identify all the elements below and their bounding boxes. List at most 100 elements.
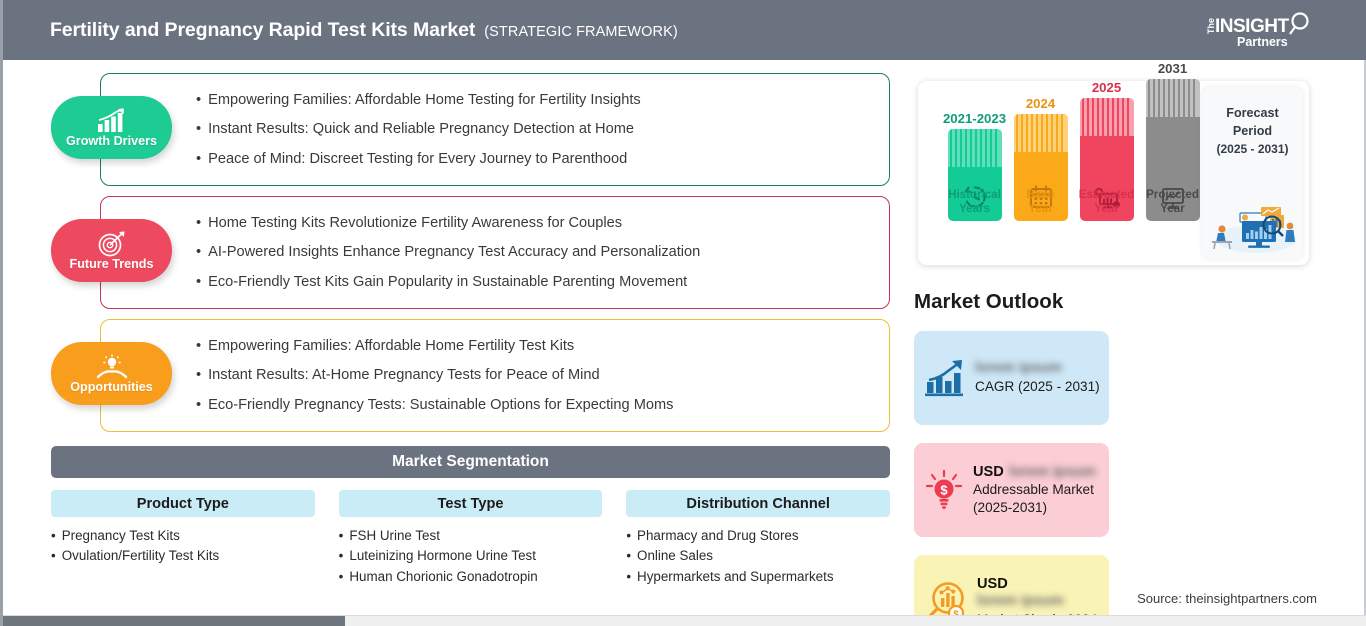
year-bar-projected: 2031 <box>1145 61 1200 221</box>
bar-caption: Projected Year <box>1136 188 1210 215</box>
list-item: Instant Results: Quick and Reliable Preg… <box>196 121 641 137</box>
caption-line-1: Estimated <box>1078 188 1135 202</box>
card-body: lorem ipsum CAGR (2025 - 2031) <box>975 360 1100 395</box>
bar-shape <box>1145 79 1200 221</box>
outlook-card-cagr[interactable]: lorem ipsum CAGR (2025 - 2031) <box>914 331 1109 425</box>
svg-text:INSIGHT: INSIGHT <box>1215 16 1289 37</box>
card-amount-row: lorem ipsum <box>977 593 1100 609</box>
bar-year-label: 2031 <box>1157 61 1188 76</box>
bar-chart-arrow-icon <box>925 360 963 397</box>
forecast-period-card: Forecast Period (2025 - 2031) <box>1202 87 1303 259</box>
target-dart-icon <box>98 231 124 257</box>
market-segmentation-columns: Product Type Pregnancy Test Kits Ovulati… <box>51 490 891 587</box>
card-body: USD lorem ipsum Addressable Market (2025… <box>973 464 1100 516</box>
list-item: Peace of Mind: Discreet Testing for Ever… <box>196 151 641 167</box>
segment-list: FSH Urine Test Luteinizing Hormone Urine… <box>339 526 603 587</box>
page-title: Fertility and Pregnancy Rapid Test Kits … <box>50 19 678 42</box>
caption-line-1: Projected <box>1146 188 1199 202</box>
opportunities-bullets: Empowering Families: Affordable Home Fer… <box>196 320 673 431</box>
scrollbar-thumb[interactable] <box>3 616 345 626</box>
bar-caption: Estimated Year <box>1070 188 1144 215</box>
opportunities-panel: Empowering Families: Affordable Home Fer… <box>100 319 890 432</box>
list-item: Ovulation/Fertility Test Kits <box>51 546 315 566</box>
year-bar-base: 2024 <box>1013 96 1068 221</box>
segment-column-distribution-channel: Distribution Channel Pharmacy and Drug S… <box>626 490 891 587</box>
stripes-pattern <box>1079 98 1134 136</box>
page-title-text: Fertility and Pregnancy Rapid Test Kits … <box>50 18 476 41</box>
growth-drivers-badge[interactable]: Growth Drivers <box>51 96 172 159</box>
card-value: lorem ipsum <box>1008 464 1096 481</box>
svg-text:The: The <box>1206 18 1216 34</box>
forecast-range: (2025 - 2031) <box>1216 141 1289 156</box>
list-item: FSH Urine Test <box>339 526 603 546</box>
bar-chart-growth-icon <box>97 107 124 132</box>
calendar-icon <box>1029 185 1052 208</box>
insight-partners-logo: The INSIGHT Partners <box>1206 12 1309 49</box>
hand-lightbulb-icon <box>96 354 127 378</box>
card-label: Addressable Market (2025-2031) <box>973 482 1094 515</box>
card-amount-row: lorem ipsum <box>975 360 1100 376</box>
svg-text:$: $ <box>953 609 959 620</box>
market-segmentation-header: Market Segmentation <box>51 446 890 478</box>
bar-shape <box>947 129 1002 221</box>
list-item: Home Testing Kits Revolutionize Fertilit… <box>196 215 700 231</box>
list-item: Eco-Friendly Test Kits Gain Popularity i… <box>196 274 700 290</box>
segment-list: Pharmacy and Drug Stores Online Sales Hy… <box>626 526 890 587</box>
bar-year-label: 2021-2023 <box>942 111 1007 126</box>
badge-label: Opportunities <box>70 379 153 394</box>
forecast-years-panel: 2021-2023 <box>918 61 1309 265</box>
caption-line-2: Year <box>1160 201 1185 215</box>
stripes-pattern <box>1145 79 1200 117</box>
card-label: CAGR (2025 - 2031) <box>975 379 1100 395</box>
segment-title: Test Type <box>338 490 603 517</box>
card-value: lorem ipsum <box>975 360 1062 377</box>
future-trends-panel: Home Testing Kits Revolutionize Fertilit… <box>100 196 890 309</box>
bar-year-label: 2025 <box>1091 80 1122 95</box>
presentation-chart-icon <box>1161 188 1184 210</box>
growth-drivers-bullets: Empowering Families: Affordable Home Tes… <box>196 74 641 185</box>
card-currency-row: USD <box>977 575 1100 593</box>
forecast-line-1: Forecast <box>1226 106 1279 120</box>
badge-label: Growth Drivers <box>66 133 157 148</box>
list-item: Online Sales <box>626 546 890 566</box>
analytics-dashboard-illustration <box>1212 207 1296 253</box>
list-item: Empowering Families: Affordable Home Fer… <box>196 338 673 354</box>
bar-shape <box>1013 114 1068 221</box>
source-attribution: Source: theinsightpartners.com <box>1137 591 1317 606</box>
horizontal-scrollbar[interactable] <box>3 615 1366 626</box>
forecast-period-text: Forecast Period (2025 - 2031) <box>1202 87 1303 159</box>
page-subtitle: (STRATEGIC FRAMEWORK) <box>484 23 678 40</box>
list-item: Luteinizing Hormone Urine Test <box>339 546 603 566</box>
segment-list: Pregnancy Test Kits Ovulation/Fertility … <box>51 526 315 567</box>
stripes-pattern <box>947 129 1002 167</box>
badge-label: Future Trends <box>69 256 154 271</box>
outlook-card-market-size-2024[interactable]: $ USD lorem ipsum Market Size in 2024 <box>914 555 1109 626</box>
segment-title: Distribution Channel <box>626 490 891 517</box>
clock-history-icon <box>964 186 986 208</box>
year-bar-estimated: 2025 <box>1079 80 1134 221</box>
svg-text:Partners: Partners <box>1237 35 1288 49</box>
bar-caption: Base Year <box>1004 188 1078 215</box>
segment-title: Product Type <box>51 490 315 517</box>
opportunities-badge[interactable]: Opportunities <box>51 342 172 405</box>
forecast-line-2: Period <box>1232 123 1273 138</box>
future-trends-badge[interactable]: Future Trends <box>51 219 172 282</box>
list-item: Pregnancy Test Kits <box>51 526 315 546</box>
list-item: Instant Results: At-Home Pregnancy Tests… <box>196 367 673 383</box>
list-item: Human Chorionic Gonadotropin <box>339 567 603 587</box>
card-amount-row: USD lorem ipsum <box>973 464 1100 480</box>
caption-line-2: Years <box>959 201 990 215</box>
segment-column-product-type: Product Type Pregnancy Test Kits Ovulati… <box>51 490 315 587</box>
caption-line-2: Year <box>1094 201 1119 215</box>
bar-year-label: 2024 <box>1025 96 1056 111</box>
market-outlook-cards: lorem ipsum CAGR (2025 - 2031) $ <box>914 331 1322 626</box>
bar-shape <box>1079 98 1134 221</box>
list-item: Hypermarkets and Supermarkets <box>626 567 890 587</box>
list-item: Eco-Friendly Pregnancy Tests: Sustainabl… <box>196 397 673 413</box>
market-outlook-title: Market Outlook <box>914 290 1064 313</box>
segment-column-test-type: Test Type FSH Urine Test Luteinizing Hor… <box>338 490 603 587</box>
outlook-card-addressable-market[interactable]: $ USD lorem ipsum Addressable Market (20… <box>914 443 1109 537</box>
analytics-gear-icon <box>1094 187 1120 209</box>
future-trends-bullets: Home Testing Kits Revolutionize Fertilit… <box>196 197 700 308</box>
